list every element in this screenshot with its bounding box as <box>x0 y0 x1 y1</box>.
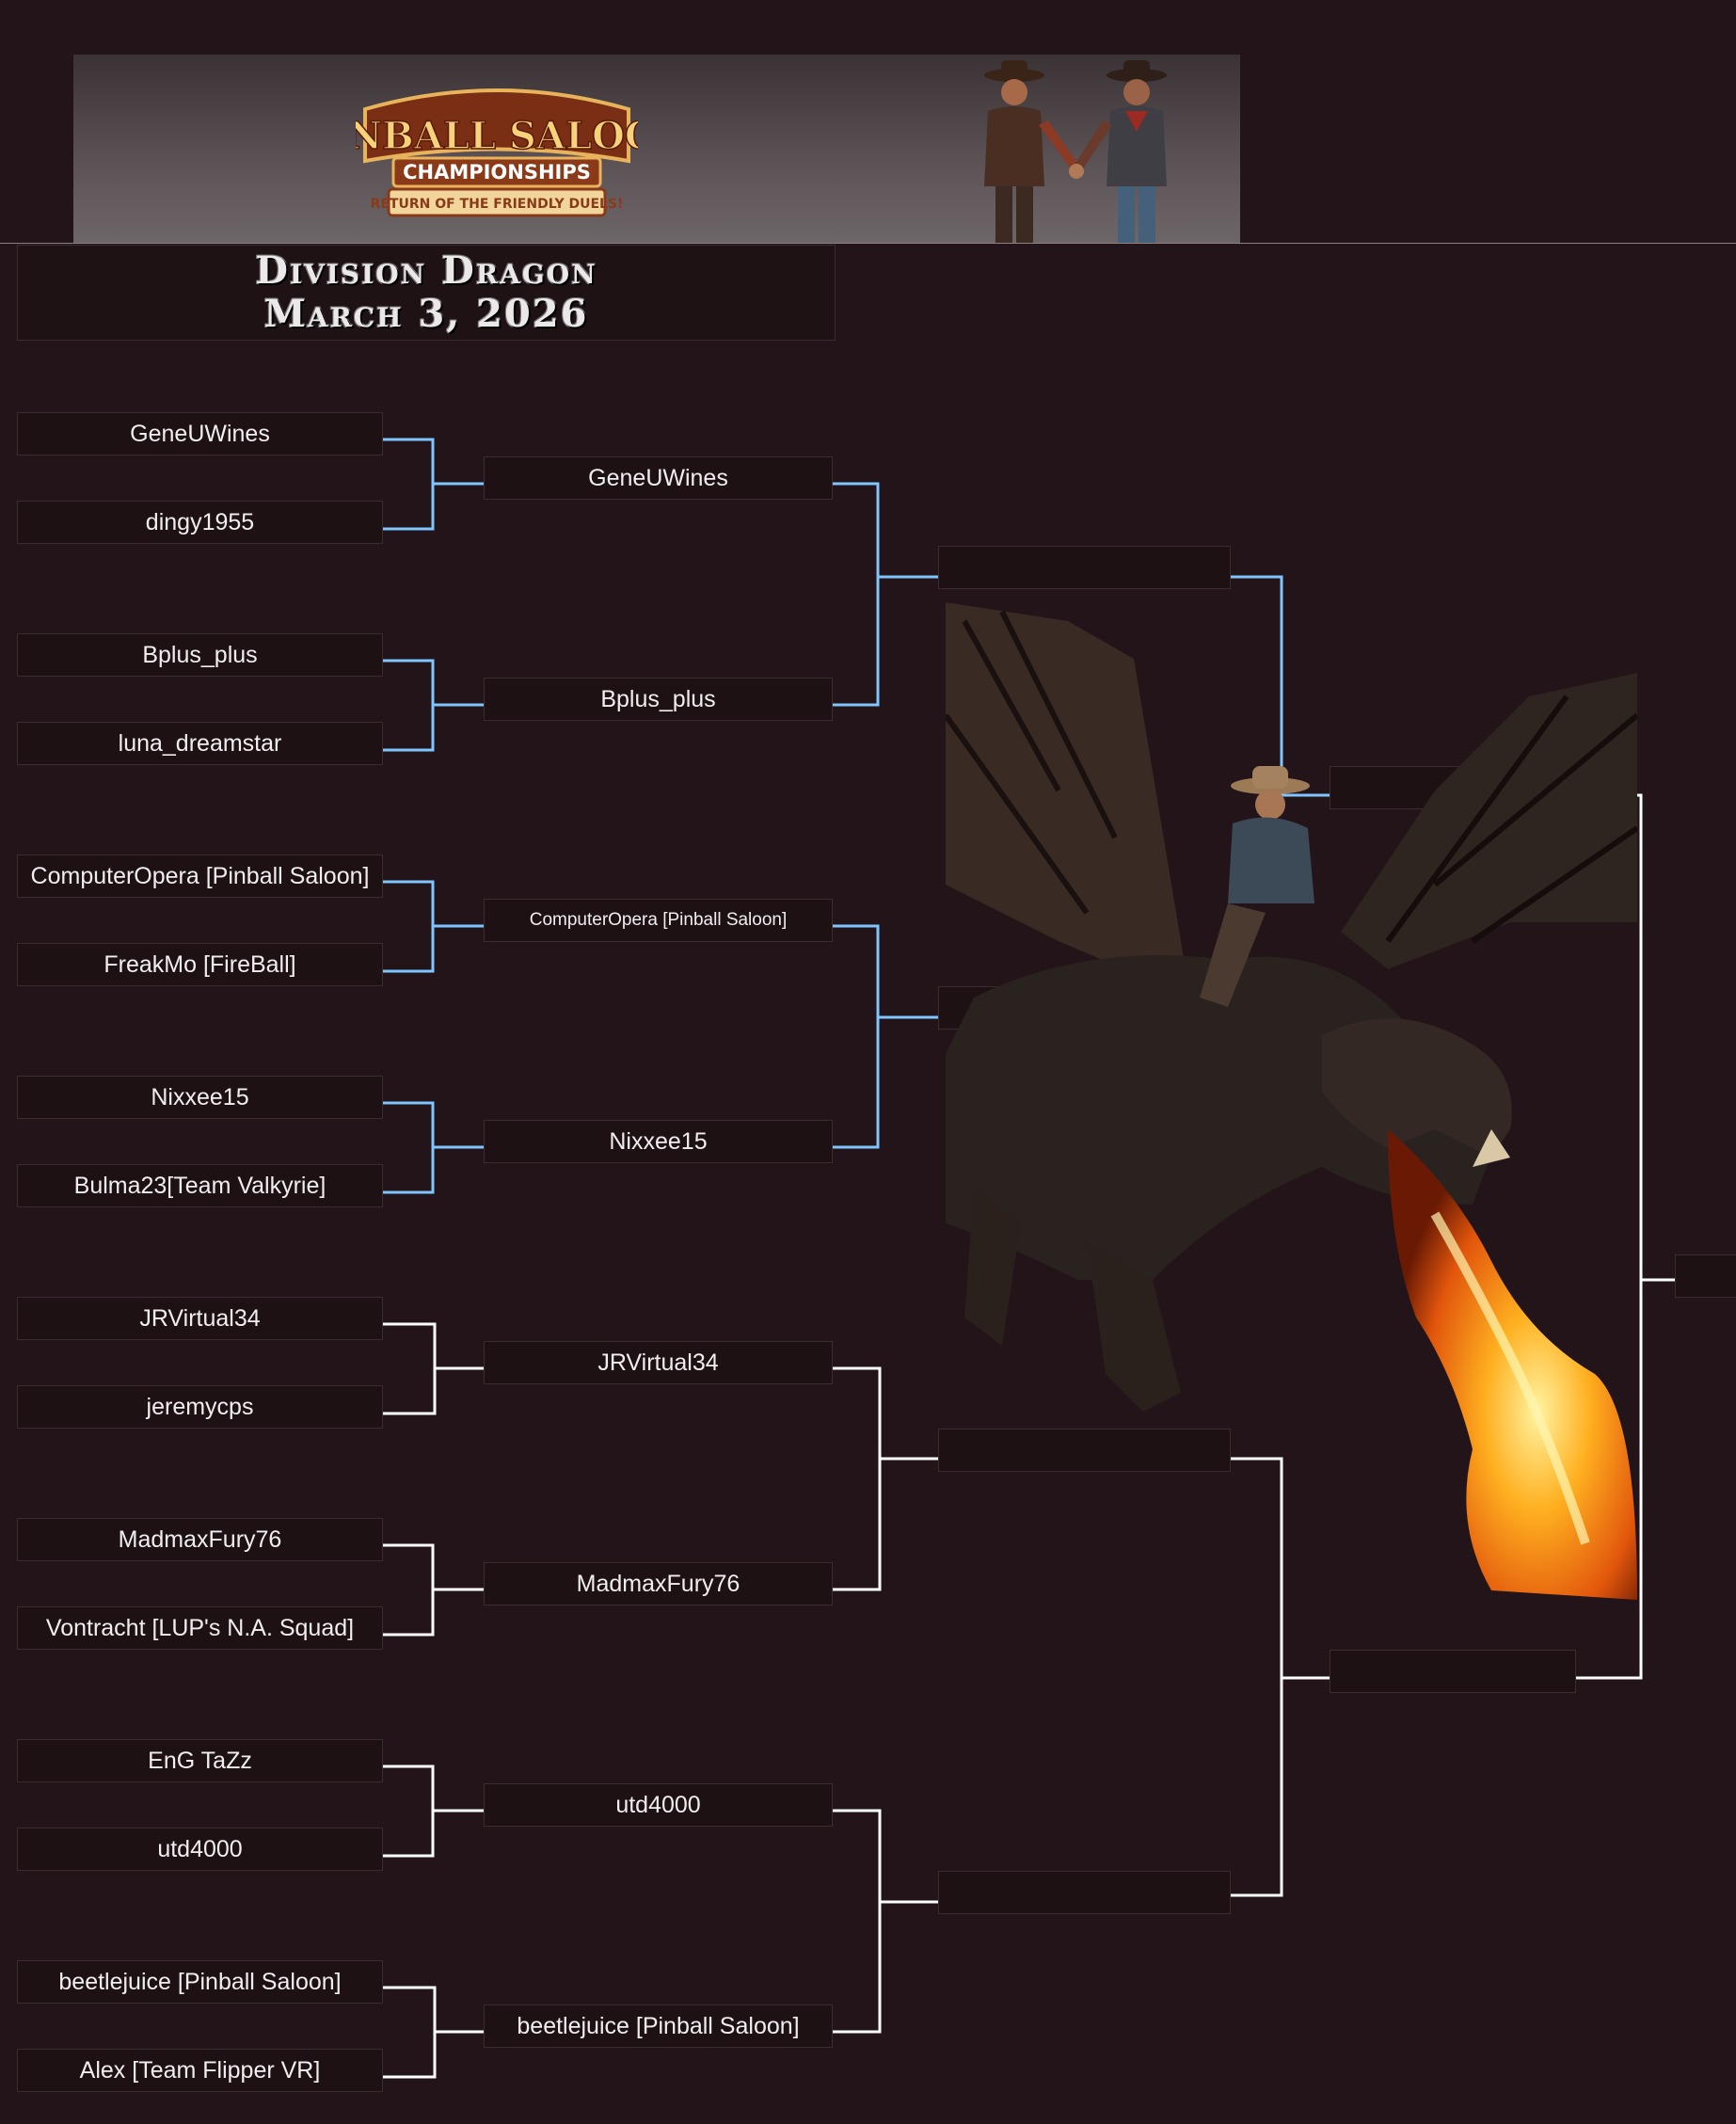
r2-slot-3[interactable]: ComputerOpera [Pinball Saloon] <box>484 899 833 942</box>
r1-slot-10[interactable]: jeremycps <box>17 1385 383 1429</box>
header-banner: PINBALL SALOON CHAMPIONSHIPS RETURN OF T… <box>73 55 1240 243</box>
r1-slot-16[interactable]: Alex [Team Flipper VR] <box>17 2049 383 2092</box>
r1-slot-4[interactable]: luna_dreamstar <box>17 722 383 765</box>
r2-slot-1[interactable]: GeneUWines <box>484 456 833 500</box>
r3-slot-4[interactable] <box>938 1871 1231 1914</box>
connector-r2-lit <box>833 482 938 1149</box>
r1-slot-3[interactable]: Bplus_plus <box>17 633 383 677</box>
r1-slot-13[interactable]: EnG TaZz <box>17 1739 383 1782</box>
division-title-box: Division Dragon March 3, 2026 <box>17 245 836 341</box>
logo-tagline: RETURN OF THE FRIENDLY DUELS! <box>371 197 624 212</box>
connector-r2 <box>833 1366 938 2034</box>
r2-slot-2[interactable]: Bplus_plus <box>484 678 833 721</box>
r4-slot-2[interactable] <box>1330 1650 1576 1693</box>
header-divider <box>0 243 1736 244</box>
logo-title: PINBALL SALOON <box>356 114 638 158</box>
connector-r3 <box>1231 1457 1330 1897</box>
connector-r3-lit <box>1231 575 1330 797</box>
division-name: Division Dragon <box>255 248 597 293</box>
r1-slot-2[interactable]: dingy1955 <box>17 501 383 544</box>
r1-slot-6[interactable]: FreakMo [FireBall] <box>17 943 383 986</box>
r3-slot-1[interactable] <box>938 546 1231 589</box>
r2-slot-6[interactable]: MadmaxFury76 <box>484 1562 833 1605</box>
r2-slot-7[interactable]: utd4000 <box>484 1783 833 1827</box>
r1-slot-9[interactable]: JRVirtual34 <box>17 1297 383 1340</box>
r2-slot-5[interactable]: JRVirtual34 <box>484 1341 833 1384</box>
logo-subtitle: CHAMPIONSHIPS <box>403 161 591 184</box>
r1-slot-12[interactable]: Vontracht [LUP's N.A. Squad] <box>17 1606 383 1650</box>
pinball-saloon-logo: PINBALL SALOON CHAMPIONSHIPS RETURN OF T… <box>356 88 638 217</box>
r1-slot-7[interactable]: Nixxee15 <box>17 1076 383 1119</box>
dragon-rider-illustration <box>946 602 1637 1600</box>
r2-slot-4[interactable]: Nixxee15 <box>484 1120 833 1163</box>
r1-slot-1[interactable]: GeneUWines <box>17 412 383 455</box>
connector-r1-lit <box>383 438 484 1194</box>
r1-slot-8[interactable]: Bulma23[Team Valkyrie] <box>17 1164 383 1207</box>
cowboys-handshake-illustration <box>984 60 1167 243</box>
event-date: March 3, 2026 <box>263 292 589 336</box>
r1-slot-5[interactable]: ComputerOpera [Pinball Saloon] <box>17 854 383 898</box>
final-slot[interactable] <box>1675 1254 1736 1298</box>
r3-slot-3[interactable] <box>938 1429 1231 1472</box>
connector-r1 <box>383 1322 484 2079</box>
r2-slot-8[interactable]: beetlejuice [Pinball Saloon] <box>484 2004 833 2048</box>
r1-slot-14[interactable]: utd4000 <box>17 1828 383 1871</box>
r1-slot-11[interactable]: MadmaxFury76 <box>17 1518 383 1561</box>
r1-slot-15[interactable]: beetlejuice [Pinball Saloon] <box>17 1960 383 2004</box>
